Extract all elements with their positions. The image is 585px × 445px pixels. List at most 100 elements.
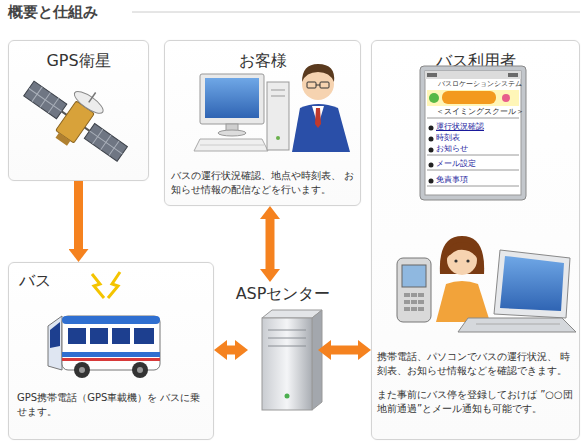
user-person [436, 236, 490, 322]
customer-person-part [315, 108, 321, 128]
customer-person-part [307, 82, 316, 88]
computer-illustration-part [194, 139, 268, 151]
satellite-illustration-part [101, 135, 111, 150]
customer-person-part [292, 104, 350, 152]
laptop-illustration [458, 250, 576, 332]
node-body: バスの運行状況確認、地点や時刻表、 お知らせ情報の配信などを行います。 [171, 169, 359, 197]
satellite-illustration-part [48, 98, 58, 113]
bus-illustration-part [112, 328, 130, 344]
node-body: GPS携帯電話（GPS車載機）を バスに乗せます。 [17, 391, 207, 419]
bus-illustration-part [90, 328, 108, 344]
user-phone-illustration-part [411, 293, 417, 297]
user-phone-illustration-part [418, 293, 424, 297]
user-phone-illustration-part [411, 300, 417, 304]
server-illustration-part [268, 346, 306, 347]
user-phone-illustration-part [411, 307, 417, 311]
satellite-illustration-part [89, 131, 122, 154]
mobile-screen-illustration-part [429, 163, 434, 168]
mobile-screen-illustration-part [420, 66, 526, 200]
satellite-illustration-part [71, 88, 106, 117]
user-person-part [436, 281, 490, 322]
mobile-screen-illustration-part [429, 126, 434, 131]
server-illustration-part [268, 330, 306, 331]
user-phone-illustration-part [418, 307, 424, 311]
panel-box: GPS衛星 [8, 40, 149, 181]
satellite-illustration-part [62, 111, 90, 131]
computer-illustration-part [271, 96, 285, 97]
mobile-screen-illustration-part [429, 93, 439, 103]
node-body: 携帯電話、パソコンでバスの運行状況、 時刻表、お知らせ情報などを確認できます。 [377, 350, 579, 378]
satellite-illustration-part [40, 93, 50, 108]
bus-illustration-part [48, 316, 62, 370]
computer-illustration [194, 74, 289, 151]
user-phone-illustration-part [418, 300, 424, 304]
mobile-screen-illustration-part [442, 91, 496, 104]
panel-box: バス GPS携帯電話（GPS車載機）を バスに乗せます。 [8, 262, 214, 440]
mobile-screen-illustration-part [429, 148, 434, 153]
server-illustration-part [262, 318, 312, 410]
satellite-illustration-part [56, 101, 95, 143]
mobile-screen-illustration-part [429, 137, 434, 142]
computer-illustration-part [200, 74, 264, 124]
node-heading: バス [19, 271, 139, 291]
bus-illustration [48, 316, 160, 378]
computer-illustration-part [267, 82, 289, 150]
customer-person-part [302, 68, 334, 100]
bus-illustration-part [50, 322, 60, 348]
laptop-illustration-part [458, 318, 576, 332]
flow-arrow [331, 346, 358, 355]
computer-illustration-part [226, 124, 238, 131]
mobile-screen-illustration [420, 66, 526, 200]
user-person-part [454, 259, 457, 262]
mobile-screen-illustration-part [502, 94, 510, 102]
flow-arrow [227, 346, 235, 355]
mobile-screen-illustration-part [427, 186, 519, 187]
bus-illustration-part [62, 358, 160, 361]
user-phone-illustration [397, 258, 431, 322]
laptop-illustration-part [494, 250, 570, 318]
mobile-screen-illustration-part [427, 170, 519, 171]
node-heading: バス利用者 [372, 51, 579, 71]
flow-arrow [74, 181, 83, 249]
customer-person-part [302, 64, 334, 82]
user-phone-illustration-part [404, 300, 410, 304]
flow-arrow [266, 219, 275, 269]
satellite-illustration [15, 60, 143, 175]
mobile-screen-illustration-part [425, 71, 521, 195]
mobile-screen-illustration-part [429, 179, 434, 184]
center-node: ASPセンター [248, 282, 318, 415]
satellite-illustration-part [29, 88, 62, 111]
computer-illustration-part [200, 145, 264, 146]
satellite-illustration-part [56, 133, 71, 146]
user-phone-illustration-part [402, 265, 426, 287]
bus-illustration-part [137, 367, 143, 373]
user-phone-illustration-part [404, 293, 410, 297]
computer-illustration-part [276, 136, 280, 140]
bus-illustration-part [132, 362, 148, 378]
satellite-illustration-part [84, 124, 127, 162]
bus-illustration-part [68, 328, 86, 344]
node-body: また事前にバス停を登録しておけば ”○○団地前通過”とメール通知も可能です。 [377, 388, 579, 416]
user-person-part [447, 242, 477, 258]
bus-illustration-part [74, 362, 90, 378]
mobile-screen-illustration-part [427, 90, 519, 106]
node-heading: GPS衛星 [9, 51, 148, 71]
bus-illustration-part [62, 352, 160, 357]
bus-illustration-part [62, 316, 160, 324]
bus-illustration-part [62, 316, 160, 370]
satellite-illustration-part [32, 87, 42, 102]
mobile-screen-illustration-part [425, 71, 521, 79]
computer-illustration-part [218, 130, 246, 136]
title-rule [132, 12, 580, 13]
customer-person-part [316, 85, 320, 86]
satellite-illustration-part [24, 81, 67, 119]
server-illustration-part [262, 310, 322, 318]
customer-person-part [320, 82, 329, 88]
server-illustration-part [312, 310, 322, 410]
spark-symbol-part [92, 274, 104, 298]
node-heading: ASPセンター [208, 284, 358, 304]
mobile-screen-illustration-part [508, 73, 518, 77]
diagram-title: 概要と仕組み [8, 3, 98, 22]
server-illustration-part [285, 394, 290, 399]
